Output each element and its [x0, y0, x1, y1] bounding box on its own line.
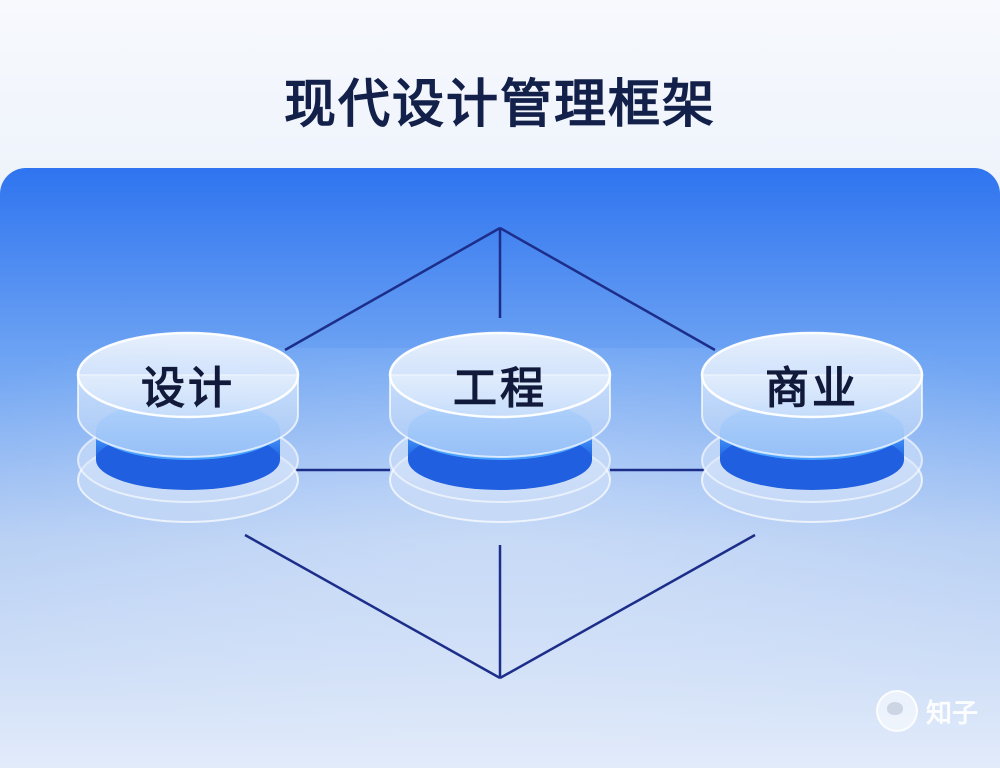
header-band	[0, 0, 1000, 190]
page-title: 现代设计管理框架	[283, 75, 716, 135]
node-label-design: 设计	[141, 363, 235, 414]
framework-diagram	[76, 226, 924, 680]
node-label-engineering: 工程	[453, 363, 547, 414]
watermark-text: 知子	[925, 698, 978, 729]
logo-bubble-icon	[875, 690, 918, 732]
watermark: 知子	[875, 690, 978, 732]
connector-lines	[244, 226, 756, 680]
node-label-business: 商业	[765, 363, 859, 414]
